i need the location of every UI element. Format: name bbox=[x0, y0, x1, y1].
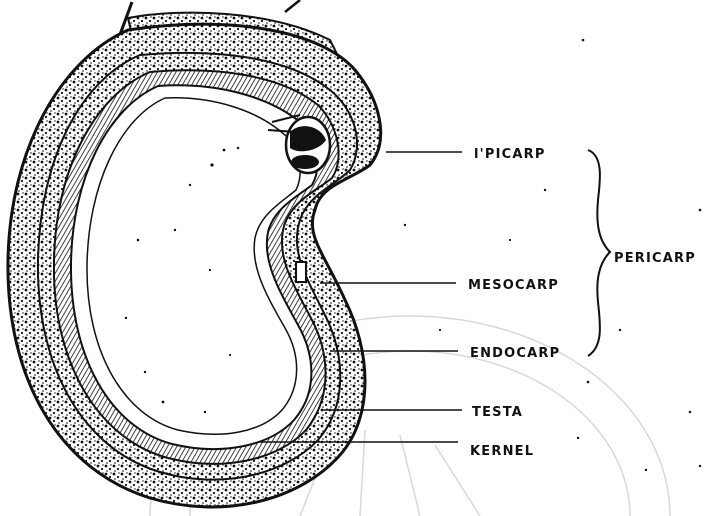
label-kernel: KERNEL bbox=[470, 444, 534, 459]
nut-section bbox=[8, 24, 381, 507]
label-epicarp: l'PICARP bbox=[474, 147, 546, 162]
pericarp-brace bbox=[588, 150, 610, 356]
notch bbox=[296, 262, 306, 282]
label-mesocarp: MESOCARP bbox=[468, 278, 559, 293]
label-testa: TESTA bbox=[472, 405, 523, 420]
label-endocarp: ENDOCARP bbox=[470, 346, 560, 361]
label-pericarp: PERICARP bbox=[614, 251, 696, 266]
